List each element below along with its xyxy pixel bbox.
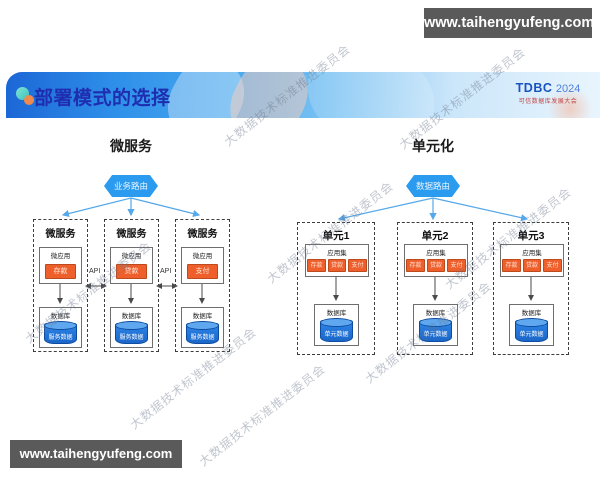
api-label-2: API	[160, 268, 172, 275]
database-box: 数据库 服务数据	[110, 307, 153, 348]
unit-box-title: 单元3	[517, 230, 545, 242]
band-swoosh-light	[292, 72, 450, 118]
unit-box-3: 单元3 应用集 存款 贷款 支付 数据库 单元数据	[493, 222, 569, 355]
tdbc-logo-year: 2024	[555, 83, 581, 95]
unit-data-cylinder: 单元数据	[515, 318, 548, 342]
page-title: 部署模式的选择	[34, 88, 171, 109]
app-button-payment: 支付	[348, 259, 367, 272]
app-set-label: 应用集	[426, 250, 446, 257]
micro-app-box: 微应用 贷款	[110, 247, 153, 284]
app-button-deposit: 存款	[502, 259, 521, 272]
header-band: 部署模式的选择 TDBC 2024 可信数据库发展大会	[6, 72, 600, 118]
app-button-loan: 贷款	[522, 259, 542, 272]
app-set-box: 应用集 存款 贷款 支付	[305, 244, 369, 277]
app-button-deposit: 存款	[406, 259, 425, 272]
microservice-box-title: 微服务	[187, 229, 218, 240]
unit-box-1: 单元1 应用集 存款 贷款 支付 数据库 单元数据	[297, 222, 375, 355]
microservice-box-title: 微服务	[116, 229, 147, 240]
diagram-title-microservices: 微服务	[110, 138, 152, 154]
microservice-box-1: 微服务 微应用 存款 数据库 服务数据	[33, 219, 88, 352]
micro-app-box: 微应用 支付	[181, 247, 224, 284]
app-set-label: 应用集	[327, 250, 347, 257]
app-set-box: 应用集 存款 贷款 支付	[404, 244, 468, 277]
business-router-hexagon: 业务路由	[104, 175, 158, 197]
database-box: 数据库 服务数据	[181, 307, 224, 348]
microservice-box-3: 微服务 微应用 支付 数据库 服务数据	[175, 219, 230, 352]
watermark-url-top: www.taihengyufeng.com	[424, 8, 594, 38]
cylinder-label: 服务数据	[190, 335, 215, 341]
database-box: 数据库 单元数据	[314, 304, 359, 346]
app-button-loan: 贷款	[327, 259, 347, 272]
tdbc-logo-subtitle: 可信数据库发展大会	[518, 99, 578, 105]
service-data-cylinder: 服务数据	[115, 321, 148, 344]
service-data-cylinder: 服务数据	[186, 321, 219, 344]
app-button-payment: 支付	[187, 264, 218, 279]
app-button-loan: 贷款	[116, 264, 147, 279]
diagram-title-unitized: 单元化	[412, 138, 454, 154]
micro-app-label: 微应用	[121, 253, 142, 260]
microservice-box-2: 微服务 微应用 贷款 数据库 服务数据	[104, 219, 159, 352]
unit-box-2: 单元2 应用集 存款 贷款 支付 数据库 单元数据	[397, 222, 473, 355]
diagonal-watermark: 大数据技术标准推进委员会	[196, 361, 329, 469]
tdbc-logo-brand: TDBC	[515, 81, 553, 95]
data-router-hexagon: 数据路由	[406, 175, 460, 197]
app-button-deposit: 存款	[307, 259, 326, 272]
micro-app-box: 微应用 存款	[39, 247, 82, 284]
database-label: 数据库	[521, 310, 542, 317]
cylinder-label: 单元数据	[324, 332, 349, 338]
database-box: 数据库 服务数据	[39, 307, 82, 348]
database-label: 数据库	[50, 313, 71, 320]
database-box: 数据库 单元数据	[413, 304, 458, 346]
tdbc-logo: TDBC 2024 可信数据库发展大会	[505, 81, 591, 105]
database-label: 数据库	[326, 310, 347, 317]
app-set-label: 应用集	[522, 250, 542, 257]
watermark-url-bottom: www.taihengyufeng.com	[10, 440, 182, 468]
unit-data-cylinder: 单元数据	[320, 318, 353, 342]
cylinder-label: 服务数据	[119, 335, 144, 341]
app-set-box: 应用集 存款 贷款 支付	[500, 244, 564, 277]
database-box: 数据库 单元数据	[509, 304, 554, 346]
cylinder-label: 服务数据	[48, 335, 73, 341]
database-label: 数据库	[192, 313, 213, 320]
app-button-deposit: 存款	[45, 264, 76, 279]
app-button-payment: 支付	[447, 259, 466, 272]
app-button-payment: 支付	[543, 259, 562, 272]
cylinder-label: 单元数据	[519, 332, 544, 338]
microservice-box-title: 微服务	[45, 229, 76, 240]
database-label: 数据库	[425, 310, 446, 317]
micro-app-label: 微应用	[192, 253, 213, 260]
service-data-cylinder: 服务数据	[44, 321, 77, 344]
api-label-1: API	[89, 268, 101, 275]
title-dot-orange	[24, 95, 34, 105]
app-button-loan: 贷款	[426, 259, 446, 272]
cylinder-label: 单元数据	[423, 332, 448, 338]
unit-box-title: 单元2	[421, 230, 449, 242]
unit-data-cylinder: 单元数据	[419, 318, 452, 342]
micro-app-label: 微应用	[50, 253, 71, 260]
unit-box-title: 单元1	[322, 230, 350, 242]
band-blob-peach	[546, 88, 594, 118]
database-label: 数据库	[121, 313, 142, 320]
